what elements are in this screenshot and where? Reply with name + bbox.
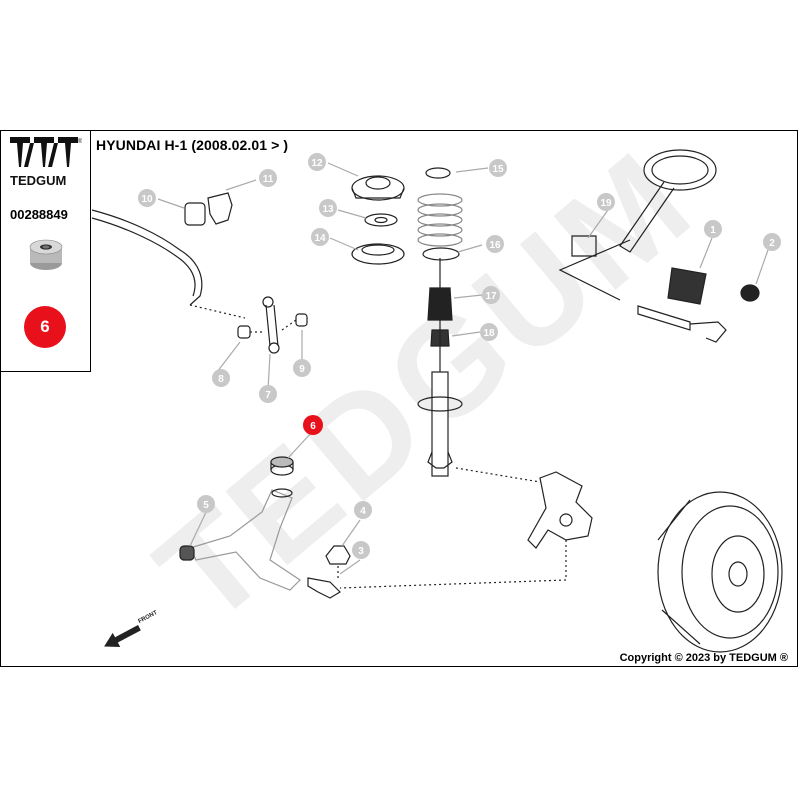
front-label: FRONT (137, 610, 158, 625)
stabilizer-link (265, 304, 279, 347)
steering-knuckle (527, 471, 593, 549)
ball-joint (307, 577, 341, 599)
mount-bearing (364, 213, 398, 227)
svg-text:14: 14 (314, 233, 326, 244)
svg-text:5: 5 (203, 500, 209, 511)
strut-mount (351, 175, 405, 201)
stabilizer-bar (91, 209, 203, 306)
callout-17: 17 (482, 286, 500, 304)
steering-rack-housing (571, 235, 597, 257)
vehicle-title: HYUNDAI H-1 (2008.02.01 > ) (96, 137, 289, 153)
svg-text:15: 15 (492, 164, 504, 175)
steering-boot (667, 267, 707, 305)
spring-pad-lower (422, 247, 460, 261)
callout-12: 12 (308, 153, 326, 171)
callout-15: 15 (489, 159, 507, 177)
steering-wheel (643, 149, 717, 191)
svg-text:12: 12 (311, 158, 323, 169)
callout-14: 14 (311, 228, 329, 246)
svg-text:8: 8 (218, 374, 224, 385)
link-bushing-9 (295, 313, 308, 327)
callout-1: 1 (704, 220, 722, 238)
callout-18: 18 (480, 323, 498, 341)
callout-2: 2 (763, 233, 781, 251)
svg-text:13: 13 (322, 204, 334, 215)
callout-11: 11 (259, 169, 277, 187)
svg-text:16: 16 (489, 240, 501, 251)
bushing-bracket (207, 192, 233, 225)
link-bushing-8 (237, 325, 251, 339)
lower-control-arm (189, 489, 301, 591)
callout-9: 9 (293, 359, 311, 377)
tie-rod-end-boot (740, 284, 760, 302)
svg-text:3: 3 (358, 546, 364, 557)
arm-bushing-6-seat (271, 488, 293, 498)
callout-7: 7 (259, 385, 277, 403)
watermark-text: TEDGUM (128, 120, 721, 653)
part-number: 00288849 (10, 207, 68, 222)
svg-text:17: 17 (485, 291, 497, 302)
callout-16: 16 (486, 235, 504, 253)
svg-text:11: 11 (263, 174, 274, 185)
svg-text:19: 19 (600, 198, 612, 209)
callouts-layer: 1 2 3 4 5 6 7 8 9 10 11 12 13 14 15 16 1… (138, 153, 781, 559)
callout-13: 13 (319, 199, 337, 217)
tie-rod (637, 305, 691, 331)
callout-8: 8 (212, 369, 230, 387)
steering-column (619, 181, 675, 253)
control-arm-bushing-highlighted (270, 456, 294, 476)
svg-text:4: 4 (360, 506, 366, 517)
part-thumbnail-bushing (29, 239, 63, 270)
spring-seat (351, 243, 405, 265)
callout-3: 3 (352, 541, 370, 559)
wheel-tyre (657, 491, 783, 653)
callout-6-highlighted: 6 (303, 415, 323, 435)
svg-text:9: 9 (299, 364, 305, 375)
diagram-frame (0, 130, 798, 667)
copyright-notice: Copyright © 2023 by TEDGUM ® (619, 652, 788, 664)
svg-text:1: 1 (710, 225, 716, 236)
spring-pad-upper (425, 167, 451, 179)
svg-text:18: 18 (483, 328, 495, 339)
callout-19: 19 (597, 193, 615, 211)
stabilizer-bushing (184, 202, 206, 226)
svg-text:2: 2 (769, 238, 775, 249)
logo-wordmark: TEDGUM (10, 173, 66, 188)
svg-text:10: 10 (141, 194, 153, 205)
callout-10: 10 (138, 189, 156, 207)
front-direction-arrow: FRONT (104, 610, 159, 647)
tedgum-logo: TEDGUM ® (10, 137, 82, 188)
svg-text:6: 6 (310, 421, 316, 432)
coil-spring (417, 193, 463, 247)
part-position-badge: 6 (24, 306, 66, 348)
callout-4: 4 (354, 501, 372, 519)
callout-5: 5 (197, 495, 215, 513)
front-arm-bushing (179, 545, 195, 561)
logo-registered-mark: ® (78, 138, 82, 145)
ball-joint-boot (325, 545, 351, 565)
svg-text:7: 7 (265, 390, 271, 401)
tie-rod-end (689, 321, 727, 343)
